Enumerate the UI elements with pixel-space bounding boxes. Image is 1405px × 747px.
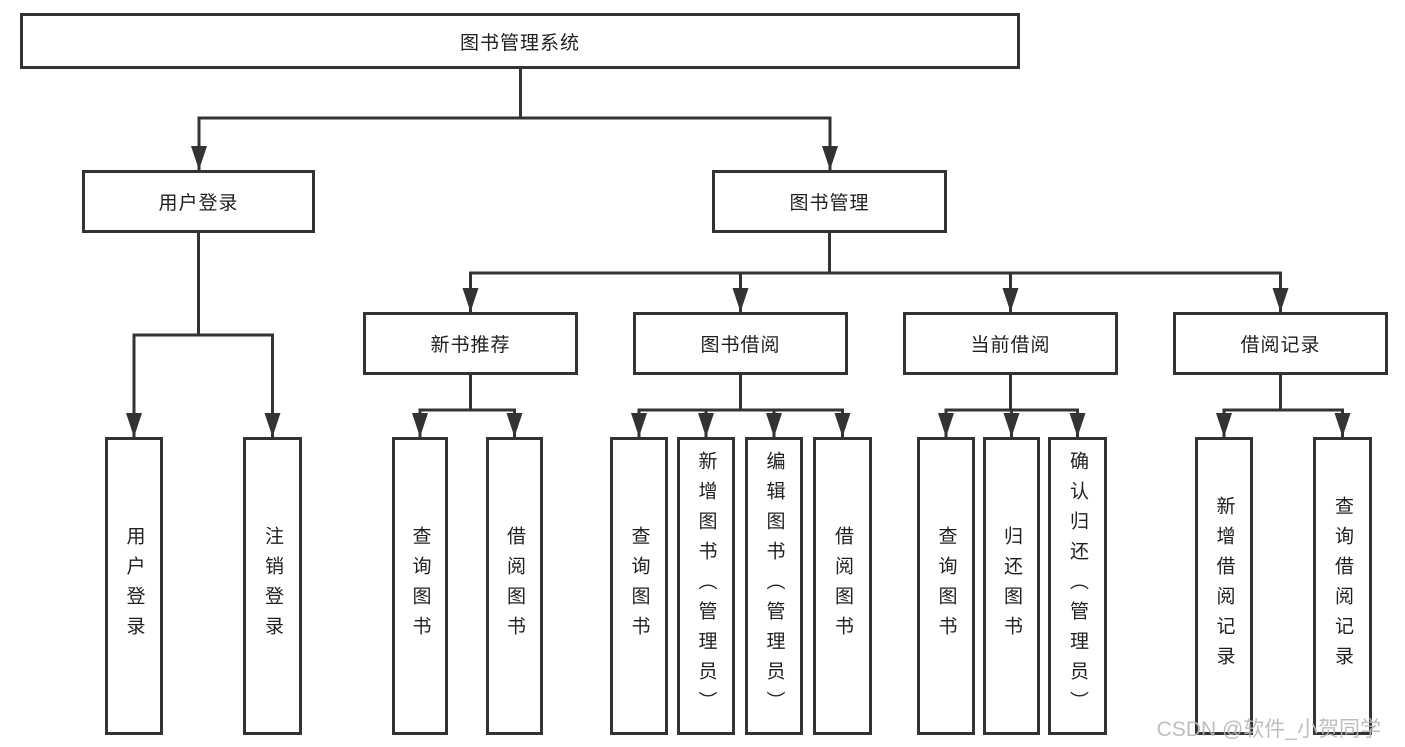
node-label: 查询图书 (409, 526, 431, 646)
node-label: 注销登录 (262, 526, 283, 646)
leaf-return-books: 归还图书 (983, 437, 1040, 735)
leaf-user-login: 用户登录 (105, 437, 163, 735)
node-library-management-system: 图书管理系统 (20, 13, 1020, 69)
leaf-logout: 注销登录 (243, 437, 302, 735)
leaf-query-books-recommend: 查询图书 (392, 437, 448, 735)
node-label: 查询图书 (628, 526, 650, 646)
leaf-add-borrow-record: 新增借阅记录 (1195, 437, 1253, 735)
node-label: 当前借阅 (970, 335, 1051, 356)
node-label: 归还图书 (1001, 526, 1022, 646)
node-label: 确认归还（管理员） (1067, 451, 1088, 721)
leaf-borrow-books-borrowing: 借阅图书 (813, 437, 872, 735)
node-user-login: 用户登录 (82, 170, 315, 233)
connector-book-borrowing-children (631, 375, 851, 437)
leaf-confirm-return-admin: 确认归还（管理员） (1048, 437, 1107, 735)
node-label: 新增借阅记录 (1213, 496, 1235, 676)
leaf-edit-books-admin: 编辑图书（管理员） (745, 437, 803, 735)
node-label: 图书管理 (789, 193, 870, 214)
leaf-add-books-admin: 新增图书（管理员） (677, 437, 735, 735)
node-label: 查询借阅记录 (1332, 496, 1353, 676)
leaf-query-books-borrowing: 查询图书 (610, 437, 668, 735)
leaf-query-books-current: 查询图书 (917, 437, 975, 735)
csdn-watermark: CSDN @软件_小贺同学 (1156, 718, 1381, 741)
node-book-borrowing: 图书借阅 (633, 312, 848, 375)
node-label: 用户登录 (123, 526, 145, 646)
connector-new-book-recommendation-children (412, 375, 523, 437)
node-label: 图书管理系统 (459, 32, 580, 54)
connector-user-login-children (126, 233, 281, 437)
connector-root-to-level2 (191, 69, 838, 170)
node-new-book-recommendation: 新书推荐 (363, 312, 578, 375)
leaf-borrow-books-recommend: 借阅图书 (486, 437, 543, 735)
node-label: 用户登录 (158, 193, 239, 214)
node-current-borrowing: 当前借阅 (903, 312, 1118, 375)
connector-current-borrowing-children (938, 375, 1086, 437)
connector-book-management-to-level3 (462, 233, 1289, 312)
node-borrowing-records: 借阅记录 (1173, 312, 1388, 375)
node-label: 编辑图书（管理员） (763, 451, 785, 721)
connector-borrowing-records-children (1216, 375, 1351, 437)
node-label: 借阅图书 (504, 526, 525, 646)
node-label: 新书推荐 (430, 335, 511, 356)
node-label: 借阅记录 (1240, 335, 1321, 356)
node-label: 图书借阅 (700, 335, 781, 356)
node-label: 查询图书 (935, 526, 957, 646)
leaf-query-borrow-record: 查询借阅记录 (1313, 437, 1372, 735)
node-label: 借阅图书 (832, 526, 853, 646)
node-label: 新增图书（管理员） (695, 451, 717, 721)
node-book-management: 图书管理 (712, 170, 947, 233)
